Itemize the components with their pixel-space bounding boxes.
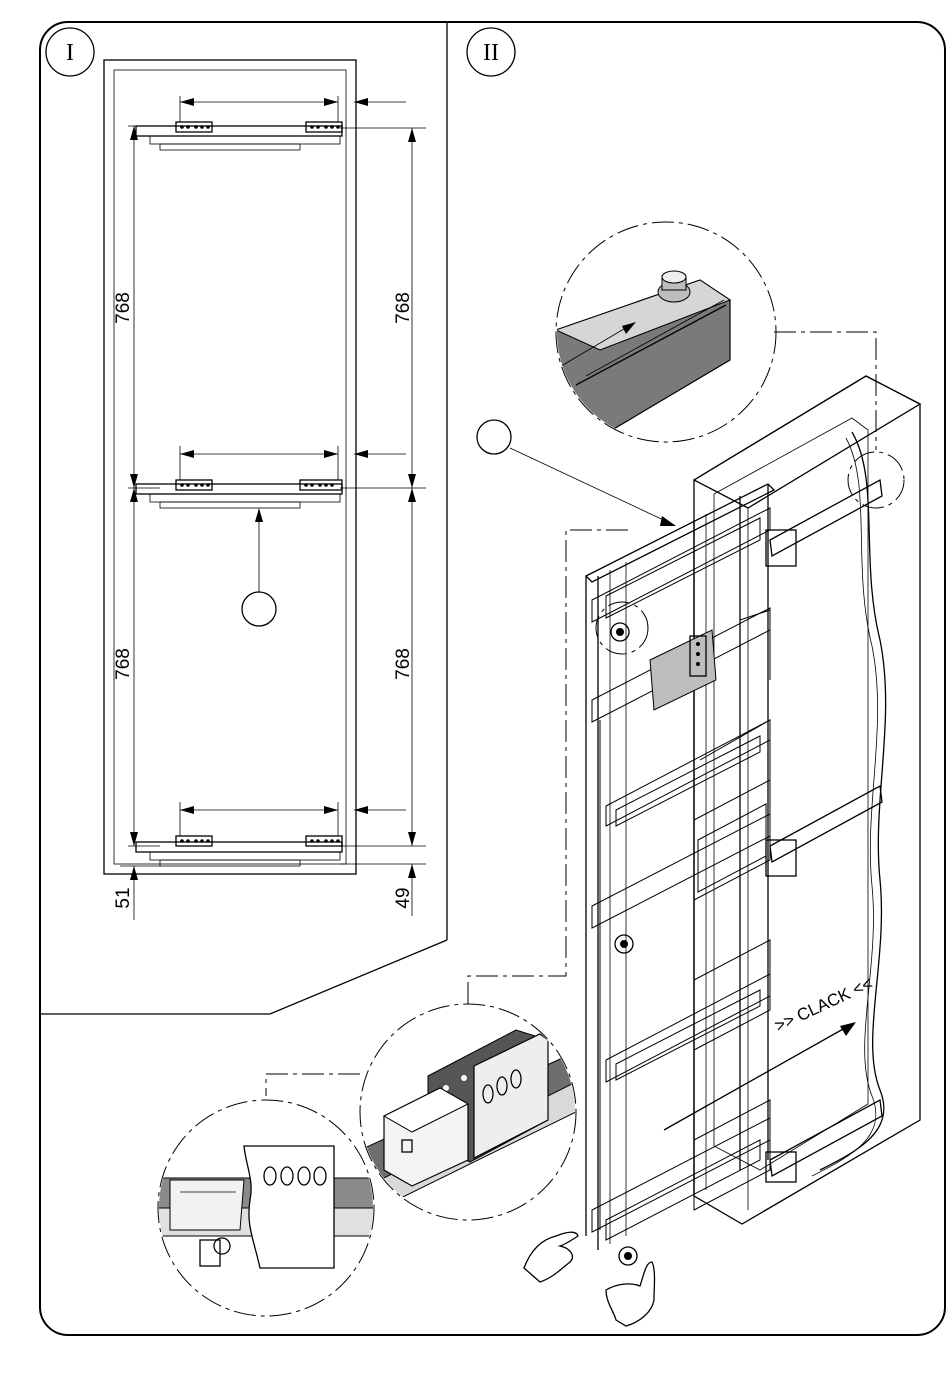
callout-circle-panel-2 — [477, 420, 511, 454]
detail-leader-left — [266, 1074, 360, 1096]
hand-icon-lower — [606, 1262, 655, 1326]
detail-leader-bottom — [468, 530, 628, 1006]
runner-top — [136, 122, 342, 150]
vertical-dimension-right — [340, 128, 426, 916]
tall-cabinet — [694, 376, 920, 1224]
vertical-dimension-left — [120, 126, 160, 920]
clack-arrow — [664, 1024, 852, 1130]
panel-1-label: I — [66, 40, 74, 66]
dim-left-upper: 768 — [113, 292, 134, 324]
detail-leader-top — [774, 332, 876, 450]
width-dimension-middle — [180, 446, 406, 480]
width-dimension-bottom — [180, 802, 406, 836]
dim-right-lower: 768 — [393, 648, 414, 680]
dim-right-upper: 768 — [393, 292, 414, 324]
panel-1: I — [46, 28, 426, 920]
dim-bottom-right: 49 — [393, 887, 414, 908]
clack-label: >> CLACK << — [772, 974, 876, 1036]
cabinet-outline-outer — [104, 60, 356, 874]
hand-icon-upper — [524, 1232, 578, 1282]
panel-divider-diagonal — [40, 940, 447, 1014]
detail-view-runner-clip — [150, 1100, 390, 1316]
width-dimension-top — [180, 96, 406, 122]
detail-view-runner-bracket — [360, 1004, 580, 1220]
pull-out-larder — [586, 484, 796, 1265]
cabinet-outline-inner — [114, 70, 346, 864]
panel-2: II — [266, 28, 920, 1326]
runner-bottom — [136, 836, 342, 866]
detail-view-stopper — [546, 222, 776, 442]
callout-circle-panel-1 — [242, 592, 276, 626]
dim-left-lower: 768 — [113, 648, 134, 680]
runner-middle — [136, 480, 342, 508]
dim-bottom-left: 51 — [113, 887, 134, 908]
panel-2-label: II — [483, 40, 499, 66]
